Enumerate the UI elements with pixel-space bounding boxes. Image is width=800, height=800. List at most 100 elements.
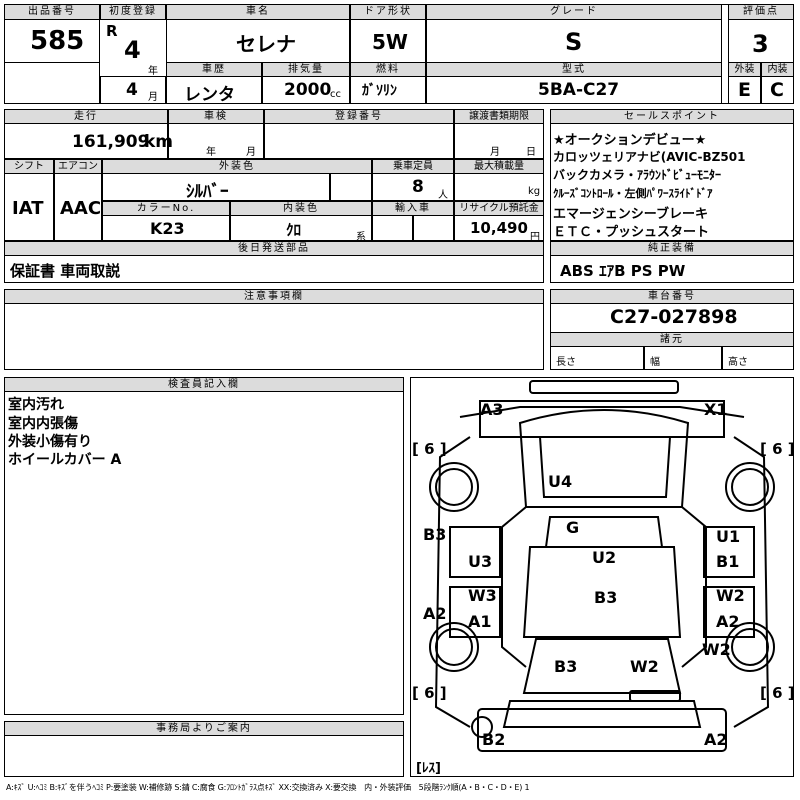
- damage-mark: B3: [594, 588, 618, 607]
- inspection-cell: [168, 123, 264, 159]
- mileage-cell: [4, 123, 168, 159]
- interior-color: ｸﾛ: [286, 221, 302, 239]
- sales-point-line: エマージェンシーブレーキ: [553, 207, 708, 222]
- damage-mark: W2: [702, 640, 731, 659]
- tire-mark: [ﾚｽ]: [416, 761, 441, 776]
- color-no-label: カラーNo.: [102, 201, 230, 216]
- first-reg-year-unit: 年: [148, 66, 158, 77]
- damage-diagram: [410, 377, 794, 777]
- ext-score-label: 外装: [728, 62, 761, 77]
- office-cell: [4, 735, 404, 777]
- color-no: K23: [150, 219, 185, 238]
- damage-mark: A1: [468, 612, 492, 631]
- lot-label: 出品番号: [4, 4, 100, 20]
- tire-mark: [ 6 ]: [412, 440, 447, 458]
- color-no-cell: [102, 215, 230, 241]
- chassis-number: C27-027898: [610, 306, 738, 328]
- fuel-cell: [350, 76, 426, 104]
- mileage-label: 走行: [4, 109, 168, 124]
- damage-mark: A2: [716, 612, 740, 631]
- exterior-color: ｼﾙﾊﾞｰ: [186, 182, 229, 202]
- shift-cell: [4, 173, 54, 241]
- history: レンタ: [184, 85, 235, 105]
- notes-cell: [4, 303, 544, 370]
- fuel: ｶﾞｿﾘﾝ: [362, 83, 397, 99]
- inspection-label: 車検: [168, 109, 264, 124]
- standard-equipment-cell: [550, 255, 794, 283]
- capacity-label: 乗車定員: [372, 159, 454, 174]
- sales-point-line: カロッツェリアナビ(AVIC-BZ501: [553, 150, 746, 164]
- damage-mark: U3: [468, 552, 493, 571]
- ext-score-cell: [728, 76, 761, 104]
- damage-mark: B2: [482, 730, 506, 749]
- inspection-month-unit: 月: [246, 147, 256, 158]
- recycle: 10,490: [470, 219, 528, 237]
- grade: S: [565, 28, 583, 56]
- grade-label: グレード: [426, 4, 722, 20]
- damage-mark: A2: [423, 604, 447, 623]
- sales-points-label: セールスポイント: [550, 109, 794, 124]
- lot-number: 585: [30, 26, 85, 56]
- sales-point-line: バックカメラ・ｱﾗｳﾝﾄﾞﾋﾞｭｰﾓﾆﾀｰ: [553, 168, 722, 182]
- mileage-unit: km: [144, 132, 174, 152]
- first-reg-month-unit: 月: [148, 92, 158, 103]
- import-cell-2: [413, 215, 454, 241]
- notes-label: 注意事項欄: [4, 289, 544, 304]
- mileage: 161,909: [72, 132, 150, 152]
- ext-score: E: [738, 79, 751, 101]
- exterior-color-cell: [102, 173, 330, 201]
- damage-mark: B1: [716, 552, 740, 571]
- tire-mark: [ 6 ]: [760, 684, 795, 702]
- score: 3: [752, 30, 769, 58]
- max-load-unit: kg: [528, 186, 541, 197]
- shift-label: シフト: [4, 159, 54, 174]
- inspector-line: ホイールカバー A: [8, 452, 122, 468]
- first-reg-era: R: [106, 22, 118, 40]
- capacity-unit: 人: [438, 190, 448, 201]
- max-load-cell: [454, 173, 544, 201]
- office-label: 事務局よりご案内: [4, 721, 404, 736]
- specs-height-cell: [722, 346, 794, 370]
- specs-length-label: 長さ: [556, 357, 576, 368]
- recycle-cell: [454, 215, 544, 241]
- later-items-cell: [4, 255, 544, 283]
- sales-point-line: ＥＴＣ・プッシュスタート: [553, 225, 710, 240]
- damage-mark: U2: [592, 548, 617, 567]
- interior-color-label: 内装色: [230, 201, 372, 216]
- aircon-label: エアコン: [54, 159, 102, 174]
- standard-equipment: ABS ｴｱB PS PW: [560, 262, 686, 280]
- tire-mark: [ 6 ]: [412, 684, 447, 702]
- fuel-label: 燃料: [350, 62, 426, 77]
- history-cell: [166, 76, 262, 104]
- recycle-label: リサイクル預託金: [454, 201, 544, 216]
- later-items-label: 後日発送部品: [4, 241, 544, 256]
- transfer-month-unit: 月: [490, 147, 500, 158]
- exterior-color-side-cell: [330, 173, 372, 201]
- model-code: 5BA-C27: [538, 80, 620, 100]
- int-score-label: 内装: [761, 62, 794, 77]
- shift: IAT: [12, 198, 44, 219]
- model-code-label: 型式: [426, 62, 722, 77]
- displacement-label: 排気量: [262, 62, 350, 77]
- standard-equipment-label: 純正装備: [550, 241, 794, 256]
- first-reg-month-cell: [100, 76, 166, 104]
- sales-points-cell: [550, 123, 794, 241]
- later-items: 保証書 車両取説: [10, 262, 121, 280]
- car-name: セレナ: [236, 32, 296, 56]
- transfer-day-unit: 日: [526, 147, 536, 158]
- damage-mark: W2: [630, 657, 659, 676]
- inspector-label: 検査員記入欄: [4, 377, 404, 392]
- damage-mark: X1: [704, 400, 728, 419]
- transfer-deadline-label: 譲渡書類期限: [454, 109, 544, 124]
- import-cell: [372, 215, 413, 241]
- damage-mark: A2: [704, 730, 728, 749]
- recycle-unit: 円: [530, 232, 540, 243]
- exterior-color-label: 外装色: [102, 159, 372, 174]
- specs-height-label: 高さ: [728, 357, 748, 368]
- specs-label: 諸元: [550, 332, 794, 347]
- specs-width-label: 幅: [650, 357, 660, 368]
- displacement-cell: [262, 76, 350, 104]
- model-code-cell: [426, 76, 722, 104]
- sales-point-line: ★オークションデビュー★: [553, 133, 707, 148]
- car-name-label: 車名: [166, 4, 350, 20]
